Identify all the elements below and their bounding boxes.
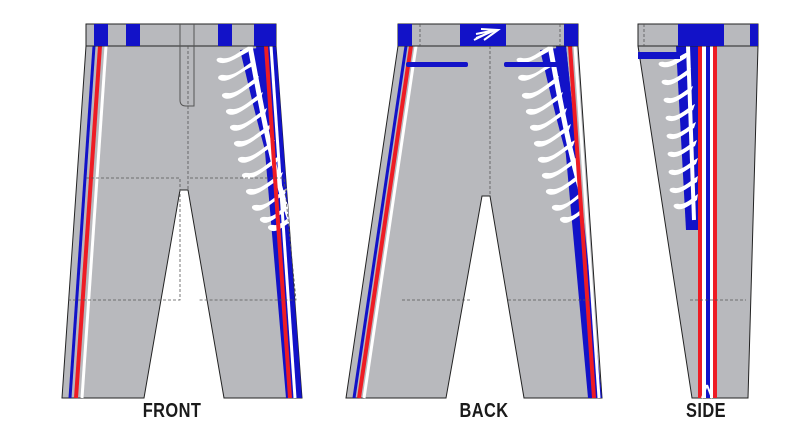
back-right-pocket: [504, 62, 566, 67]
front-waistband: [85, 23, 277, 47]
back-pants-body: [345, 45, 603, 399]
triple-chevron-logo-icon: [473, 28, 501, 41]
side-view-label: SIDE: [686, 400, 726, 422]
front-view-label: FRONT: [142, 400, 202, 422]
back-pants: [345, 23, 603, 399]
side-pants: [637, 23, 759, 399]
front-pants: [61, 23, 303, 399]
back-view-label: BACK: [459, 400, 509, 422]
back-left-pocket: [406, 62, 468, 67]
side-stitch-graphic: [658, 46, 698, 230]
